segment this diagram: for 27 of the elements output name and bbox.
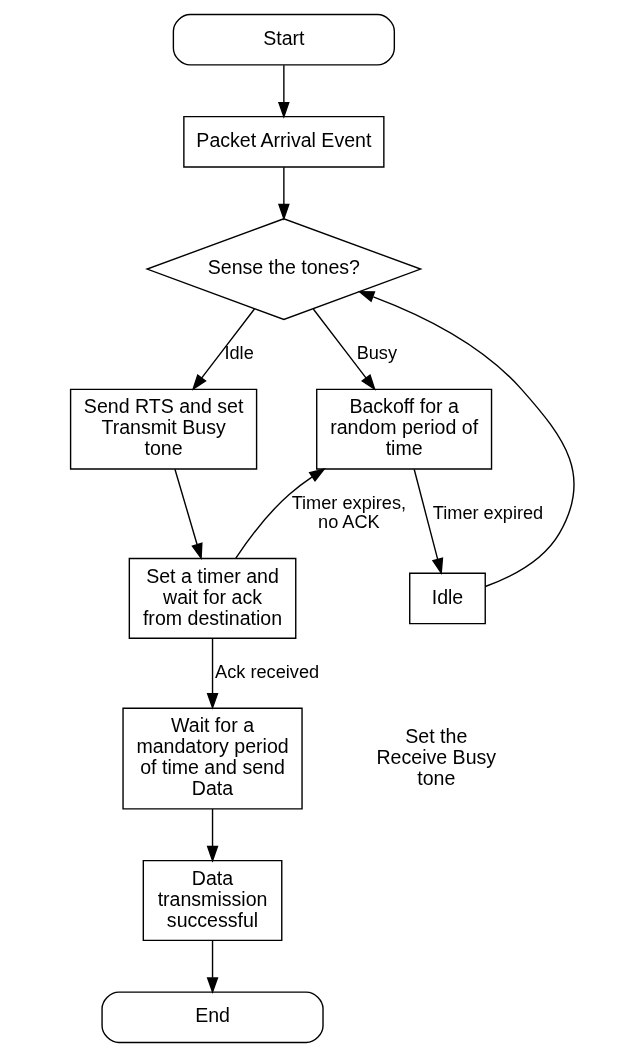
edge-label: Busy xyxy=(356,343,397,364)
node-box: End xyxy=(100,991,324,1044)
node-box: Set a timer and wait for ack from destination xyxy=(128,557,296,639)
arrow xyxy=(191,308,255,391)
edge-label: Ack received xyxy=(214,662,319,682)
arrow xyxy=(206,939,218,995)
arrow xyxy=(357,291,575,588)
node-box: Backoff for a random period of time xyxy=(315,388,492,470)
edge-label: Timer expires, no ACK xyxy=(291,492,406,533)
arrow xyxy=(234,468,326,559)
arrow xyxy=(312,308,376,391)
arrow xyxy=(413,468,443,576)
arrow xyxy=(173,468,203,561)
node-box: Data transmission successful xyxy=(142,859,282,942)
node-box: Start xyxy=(172,13,395,66)
node-box: Send RTS and set Transmit Busy tone xyxy=(69,388,257,470)
label: Set the Receive Busy tone xyxy=(375,724,496,789)
node-box: Packet Arrival Event xyxy=(182,115,385,168)
arrow xyxy=(277,166,290,221)
edge-label: Idle xyxy=(223,343,254,364)
node-box: Idle xyxy=(408,572,486,625)
arrow xyxy=(277,64,290,119)
node-box: Wait for a mandatory period of time and send Data xyxy=(121,707,303,810)
arrow xyxy=(206,637,218,710)
arrow xyxy=(206,808,218,863)
node-diamond: Sense the tones? xyxy=(144,218,423,321)
edge-label: Timer expired xyxy=(432,502,543,523)
